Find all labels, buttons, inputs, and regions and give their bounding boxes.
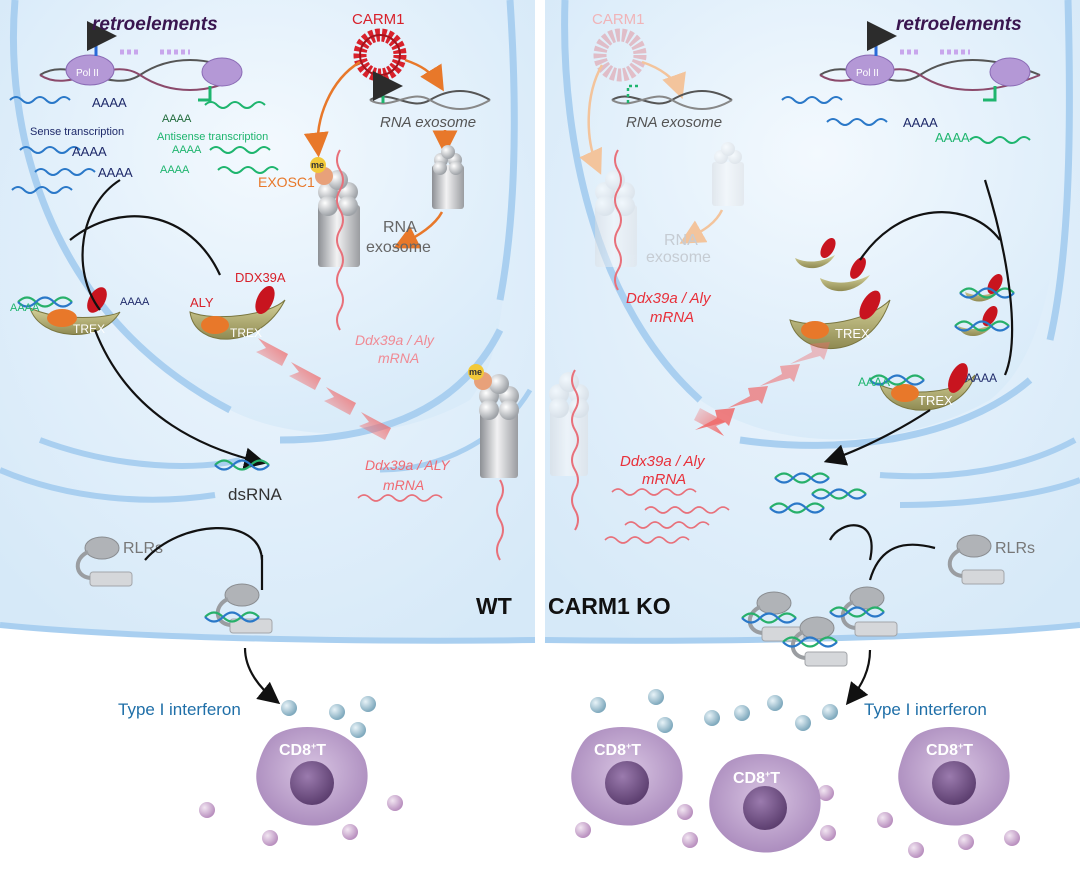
right-polII-label: Pol II [856,68,879,79]
right-rna-label: RNA [664,232,698,249]
polya-tail: AAAA [903,115,938,130]
cd8-text: CD8 [733,770,765,787]
cd8-t-text: T [316,742,326,759]
left-cyto-mrna-label-2: mRNA [383,477,424,493]
cd8-superscript: + [958,741,963,751]
trex-label: TREX [73,322,105,336]
wt-label: WT [476,593,512,619]
right-nucleus [561,0,1080,508]
left-retroelements-label: retroelements [92,14,218,35]
polya-tail: AAAA [10,302,40,314]
trex-label: TREX [918,393,953,408]
trex-label: TREX [835,326,870,341]
right-dna-retroelement [819,21,1041,102]
right-cd8-label-1: CD8+T [594,741,641,759]
antisense-transcription-label: Antisense transcription [157,131,268,143]
cd8-t-text: T [963,742,973,759]
right-exosome-label: exosome [646,249,711,266]
right-rlrs-label: RLRs [995,540,1035,557]
right-interferon-label: Type I interferon [864,700,987,719]
exosc1-label: EXOSC1 [258,174,315,190]
left-trex-with-rna [16,287,121,335]
right-carm1-faded [593,28,647,82]
left-exosome-gene-dna [369,71,491,110]
right-small-exosome-faded [712,142,744,206]
left-cd8-label: CD8+T [279,741,326,759]
left-cd8-t-cell [256,727,368,826]
right-carm1-label: CARM1 [592,11,645,28]
cd8-text: CD8 [594,742,626,759]
right-retroelements-label: retroelements [896,14,1022,35]
aly-label: ALY [190,295,214,310]
right-cyto-mrna-label-1: Ddx39a / Aly [620,453,706,470]
left-rna-label: RNA [383,219,417,236]
right-trex-stack [789,238,891,349]
right-ifn-molecules [575,689,1020,858]
right-trex-big-with-rna [868,363,976,411]
right-cd8-t-cell-1 [571,727,683,826]
left-cyto-mrna-label-1: Ddx39a / ALY [365,457,451,473]
me-label: me [469,367,482,377]
right-cd8-t-cell-3 [898,727,1010,826]
cd8-text: CD8 [279,742,311,759]
right-cd8-label-3: CD8+T [926,741,973,759]
right-export-arrows [694,342,830,436]
polya-tail: AAAA [965,371,997,385]
polya-tail: AAAA [98,165,133,180]
polya-tail: AAAA [858,375,890,389]
ddx39a-label: DDX39A [235,270,286,285]
cd8-t-text: T [770,770,780,787]
left-trex-free [189,285,286,340]
carm1-ko-label: CARM1 KO [548,593,671,619]
left-ifn-molecules [199,696,403,846]
right-cyto-exosome-faded [549,372,589,476]
left-exosome-label: exosome [366,239,431,256]
right-big-exosome-faded [595,170,637,267]
right-cd8-label-2: CD8+T [733,769,780,787]
trex-label: TREX [230,326,262,340]
polya-tail: AAAA [72,144,107,159]
right-rna-exosome-gene-label: RNA exosome [626,114,722,131]
left-me-label: me [311,160,324,170]
right-cd8-t-cell-2 [709,754,821,853]
polya-tail: AAAA [92,95,127,110]
cd8-t-text: T [631,742,641,759]
left-small-exosome [432,145,464,209]
dsrna-label: dsRNA [228,485,283,504]
left-carm1-label: CARM1 [352,11,405,28]
right-trex-small-with-rna [953,274,1016,337]
right-cyto-mrna-label-2: mRNA [642,471,686,488]
cd8-text: CD8 [926,742,958,759]
left-export-arrows [256,338,391,440]
polya-tail: AAAA [162,113,192,125]
left-nuclear-mrna-label-2: mRNA [378,350,419,366]
cd8-superscript: + [626,741,631,751]
polya-tail: AAAA [120,296,150,308]
left-cyto-exosome [468,364,519,478]
left-rna-exosome-gene-label: RNA exosome [380,114,476,131]
right-nuclear-mrna-label-2: mRNA [650,309,694,326]
left-dna-retroelement [39,21,243,102]
left-polII-label: Pol II [76,68,99,79]
right-nuclear-mrna-label-1: Ddx39a / Aly [626,290,712,307]
polya-tail: AAAA [172,144,202,156]
polya-tail: AAAA [935,130,970,145]
right-exosome-gene-dna [611,84,733,110]
left-nuclear-mrna-label-1: Ddx39a / Aly [355,332,435,348]
polya-tail: AAAA [160,164,190,176]
cd8-superscript: + [311,741,316,751]
cd8-superscript: + [765,769,770,779]
left-interferon-label: Type I interferon [118,700,241,719]
sense-transcription-label: Sense transcription [30,126,124,138]
